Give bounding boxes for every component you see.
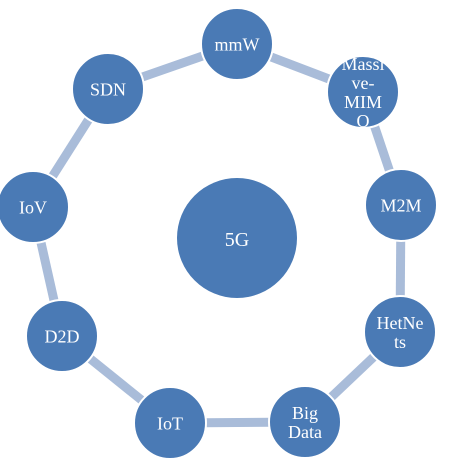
node-label: D2D bbox=[45, 326, 80, 346]
center-circle bbox=[177, 178, 297, 298]
node-label: IoT bbox=[157, 413, 183, 433]
node-label: mmW bbox=[215, 34, 260, 54]
center-hub: 5G bbox=[177, 178, 297, 298]
node-label: IoV bbox=[19, 197, 47, 217]
node-circle bbox=[363, 295, 437, 369]
node-d2d: D2D bbox=[25, 299, 99, 373]
node-circle bbox=[268, 385, 342, 459]
node-label: Massi bbox=[341, 54, 384, 74]
node-circle bbox=[326, 55, 400, 129]
node-mmw: mmW bbox=[200, 7, 274, 81]
node-label: MIM bbox=[344, 92, 382, 112]
node-iov: IoV bbox=[0, 170, 70, 244]
node-circle bbox=[364, 168, 438, 242]
node-iot: IoT bbox=[133, 386, 207, 460]
node-circle bbox=[200, 7, 274, 81]
node-label: HetNe bbox=[377, 313, 424, 333]
node-sdn: SDN bbox=[71, 52, 145, 126]
node-label: SDN bbox=[90, 79, 126, 99]
node-circle bbox=[71, 52, 145, 126]
node-label: ve- bbox=[352, 73, 375, 93]
node-m2m: M2M bbox=[364, 168, 438, 242]
node-label: Data bbox=[288, 422, 322, 442]
node-label: Big bbox=[292, 403, 318, 423]
node-circle bbox=[25, 299, 99, 373]
node-circle bbox=[133, 386, 207, 460]
node-label: O bbox=[357, 111, 370, 131]
node-label: M2M bbox=[380, 195, 421, 215]
node-circle bbox=[0, 170, 70, 244]
center-label: 5G bbox=[225, 229, 249, 251]
node-label: ts bbox=[394, 332, 406, 352]
